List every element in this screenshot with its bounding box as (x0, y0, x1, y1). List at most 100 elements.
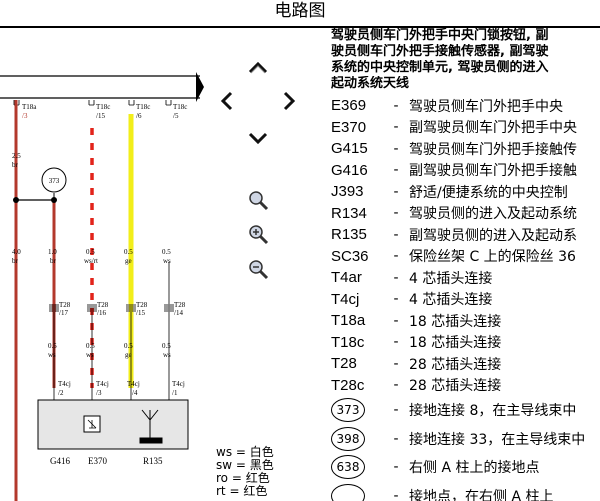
legend-desc: 接地连接 33，在主导线束中 (409, 431, 586, 448)
sensor-icon (83, 415, 101, 433)
chevron-down-icon (248, 132, 268, 145)
legend-ground-row: 373-接地连接 8，在主导线束中 (331, 396, 600, 425)
legend-dash: - (393, 97, 399, 114)
legend-desc: 接地连接 8，在主导线束中 (409, 403, 577, 420)
left-wire-color: br (12, 161, 19, 169)
legend-desc: 4 芯插头连接 (409, 292, 493, 309)
mid-color-5: ws (163, 257, 171, 265)
low-color-1: ws (48, 351, 56, 359)
legend-dash: - (393, 355, 399, 372)
legend-desc: 驾驶员侧的进入及起动系统 (409, 206, 577, 223)
fuse-label-1: T18a (22, 103, 37, 111)
pan-left-button[interactable] (214, 88, 240, 114)
color-legend-sw: sw = 黑色 (216, 458, 274, 472)
t4-label-4: T4cj (172, 380, 185, 388)
ground-point-icon: 398 (331, 426, 365, 451)
low-gauge-1: 0.5 (48, 342, 57, 350)
ground-point-icon (331, 483, 365, 501)
mid-color-3: ws/rt (84, 257, 98, 265)
fuse-marker-4 (165, 100, 172, 106)
chevron-right-icon (283, 91, 296, 111)
legend-row: T28-28 芯插头连接 (331, 353, 600, 375)
mid-color-1: br (12, 257, 19, 265)
ground-point-icon: 638 (331, 455, 365, 480)
t28-sub-3: /15 (136, 309, 145, 317)
fuse-label-4: T18c (173, 103, 187, 111)
junction-dot-left (13, 197, 19, 203)
legend-code: E369 (331, 97, 367, 115)
legend-dash: - (393, 119, 399, 136)
legend-desc: 驾驶员侧车门外把手中央 (409, 98, 563, 115)
legend-row: R135-副驾驶员侧的进入及起动系 (331, 224, 600, 246)
mid-color-4: ge (125, 257, 132, 265)
t4-label-1: T4cj (58, 380, 71, 388)
legend-code: T28c (331, 376, 365, 394)
t28-label-4: T28 (174, 301, 186, 309)
t28-label-3: T28 (136, 301, 148, 309)
legend-row: T18a-18 芯插头连接 (331, 310, 600, 332)
legend-title-line-1: 驾驶员侧车门外把手中央门锁按钮, 副 (331, 28, 549, 43)
legend-desc: 18 芯插头连接 (409, 313, 502, 330)
legend-code: R134 (331, 204, 367, 222)
fuse-marker-2 (88, 100, 95, 106)
legend-row: J393-舒适/便捷系统的中央控制 (331, 181, 600, 203)
ground-circle-373 (41, 167, 67, 193)
legend-row: T4cj-4 芯插头连接 (331, 289, 600, 311)
fuse-sub-1: /3 (22, 112, 28, 120)
legend-code: SC36 (331, 247, 369, 265)
fuse-label-2: T18c (96, 103, 110, 111)
legend-desc: 保险丝架 C 上的保险丝 36 (409, 249, 576, 266)
t28-sub-4: /14 (174, 309, 183, 317)
magnifier-minus-icon (249, 260, 269, 280)
component-legend: 驾驶员侧车门外把手中央门锁按钮, 副 驶员侧车门外把手接触传感器, 副驾驶 系统… (331, 28, 600, 501)
legend-ground-row: 398-接地连接 33，在主导线束中 (331, 425, 600, 454)
t28-label-1: T28 (59, 301, 71, 309)
legend-code: T18a (331, 312, 366, 330)
color-legend-ws: ws = 白色 (216, 445, 274, 459)
magnifier-plus-icon (249, 225, 269, 245)
low-gauge-2: 0.5 (86, 342, 95, 350)
legend-ground-row: -接地点，在右侧 A 柱上 (331, 482, 600, 501)
mid-gauge-2: 1.0 (48, 248, 57, 256)
legend-desc: 28 芯插头连接 (409, 356, 502, 373)
legend-code: R135 (331, 226, 367, 244)
legend-desc: 28 芯插头连接 (409, 378, 502, 395)
legend-code: G415 (331, 140, 368, 158)
zoom-in-button[interactable] (245, 221, 271, 247)
legend-desc: 18 芯插头连接 (409, 335, 502, 352)
expand-arrow-icon (196, 72, 204, 102)
legend-row: T28c-28 芯插头连接 (331, 375, 600, 397)
t28-label-2: T28 (97, 301, 109, 309)
color-legend-ro: ro = 红色 (216, 471, 270, 485)
legend-row: T18c-18 芯插头连接 (331, 332, 600, 354)
zoom-out-button[interactable] (245, 256, 271, 282)
legend-desc: 右侧 A 柱上的接地点 (409, 460, 540, 477)
t4-sub-2: /3 (96, 389, 102, 397)
legend-row: E370-副驾驶员侧车门外把手中央 (331, 117, 600, 139)
pan-right-button[interactable] (276, 88, 302, 114)
mid-gauge-1: 4.0 (12, 248, 21, 256)
t4-label-2: T4cj (96, 380, 109, 388)
mid-gauge-3: 0.5 (86, 248, 95, 256)
t28-markers (49, 304, 174, 312)
component-label-g416: G416 (50, 456, 70, 466)
t4-sub-3: /4 (132, 389, 138, 397)
legend-code: T4ar (331, 269, 362, 287)
color-legend-rt: rt = 红色 (216, 484, 268, 498)
fuse-sub-4: /5 (173, 112, 179, 120)
legend-desc: 副驾驶员侧的进入及起动系 (409, 227, 577, 244)
pan-down-button[interactable] (245, 125, 271, 151)
legend-code: J393 (331, 183, 364, 201)
mid-color-2: br (50, 257, 57, 265)
wire-color-legend: ws = 白色 sw = 黑色 ro = 红色 rt = 红色 (216, 446, 326, 498)
legend-dash: - (393, 487, 399, 501)
low-color-4: ws (163, 351, 171, 359)
antenna-icon (139, 409, 163, 444)
pan-up-button[interactable] (245, 55, 271, 81)
component-housing (37, 399, 189, 450)
low-color-3: ge (125, 351, 132, 359)
zoom-button[interactable] (245, 187, 271, 213)
fuse-label-3: T18c (136, 103, 150, 111)
left-wire-gauge: 2.5 (12, 152, 21, 160)
legend-dash: - (393, 334, 399, 351)
